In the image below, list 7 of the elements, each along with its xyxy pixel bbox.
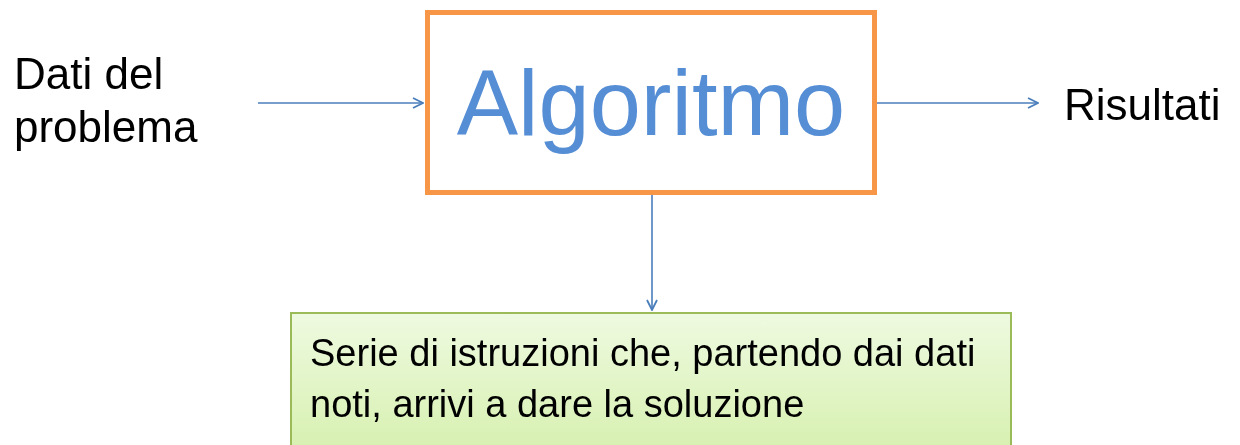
process-box: Algoritmo bbox=[425, 10, 877, 195]
input-label: Dati del problema bbox=[10, 48, 258, 164]
arrow bbox=[257, 97, 424, 109]
arrow bbox=[646, 194, 658, 311]
arrow bbox=[876, 97, 1039, 109]
output-label: Risultati bbox=[1040, 75, 1238, 135]
description-box: Serie di istruzioni che, partendo dai dati noti, arrivi a dare la soluzione bbox=[290, 312, 1012, 445]
